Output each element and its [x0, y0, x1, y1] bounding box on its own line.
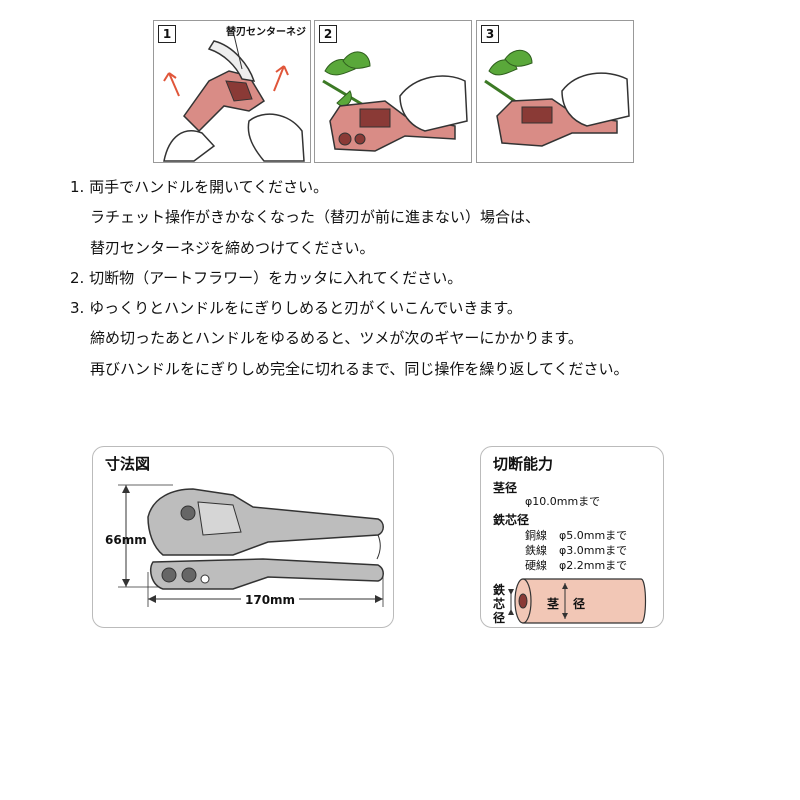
step-1-callout-label: 替刃センターネジ [226, 27, 306, 38]
diagram-core-char: 芯 [493, 597, 506, 611]
instruction-line: 替刃センターネジを締めつけてください。 [90, 238, 375, 257]
wire-label-copper: 銅線 [525, 529, 547, 542]
step-panel-2: 2 [314, 20, 472, 163]
instruction-line: ラチェット操作がきかなくなった（替刃が前に進まない）場合は、 [90, 208, 541, 227]
instruction-line: 再びハンドルをにぎりしめ完全に切れるまで、同じ操作を繰り返してください。 [90, 359, 629, 378]
height-dimension-label: 66mm [105, 533, 147, 547]
wire-value-hard: φ2.2mmまで [559, 559, 628, 572]
step-panel-1: 1 替刃センターネジ [153, 20, 311, 163]
core-label: 鉄芯径 [493, 513, 530, 527]
instruction-line: 1. 両手でハンドルを開いてください。 [70, 178, 329, 196]
diagram-core-char: 鉄 [493, 583, 506, 597]
wire-value-copper: φ5.0mmまで [559, 529, 628, 542]
diagram-core-char: 径 [493, 611, 506, 625]
step-1-illustration [163, 34, 305, 162]
capacity-box: 切断能力 茎径 φ10.0mmまで 鉄芯径 銅線 φ5.0mmまで 鉄線 φ3.… [480, 446, 664, 628]
instruction-line: 3. ゆっくりとハンドルをにぎりしめると刃がくいこんでいきます。 [70, 299, 522, 318]
wire-label-iron: 鉄線 [525, 544, 547, 557]
step-number-badge: 1 [158, 25, 176, 43]
wire-label-hard: 硬線 [525, 559, 547, 572]
step-3-illustration [484, 49, 630, 147]
stem-cross-section-diagram [508, 578, 647, 624]
instructions: 1. 両手でハンドルを開いてください。 ラチェット操作がきかなくなった（替刃が前… [70, 172, 790, 384]
instruction-line: 締め切ったあとハンドルをゆるめると、ツメが次のギヤーにかかります。 [90, 329, 583, 348]
step-number-badge: 3 [481, 25, 499, 43]
length-dimension-label: 170mm [241, 593, 300, 607]
diagram-stem-char: 茎 [547, 597, 560, 611]
wire-value-iron: φ3.0mmまで [559, 544, 628, 557]
dimensions-title: 寸法図 [105, 455, 151, 473]
stem-label: 茎径 [493, 481, 518, 495]
diagram-stem-char: 径 [573, 597, 586, 611]
step-number-badge: 2 [319, 25, 337, 43]
stem-value: φ10.0mmまで [525, 495, 601, 508]
dimensions-box: 寸法図 66mm 170mm [92, 446, 394, 628]
tool-outline-drawing [118, 484, 384, 607]
capacity-title: 切断能力 [493, 455, 554, 473]
instruction-line: 2. 切断物（アートフラワー）をカッタに入れてください。 [70, 268, 463, 287]
step-panel-3: 3 [476, 20, 634, 163]
step-2-illustration [322, 51, 468, 152]
